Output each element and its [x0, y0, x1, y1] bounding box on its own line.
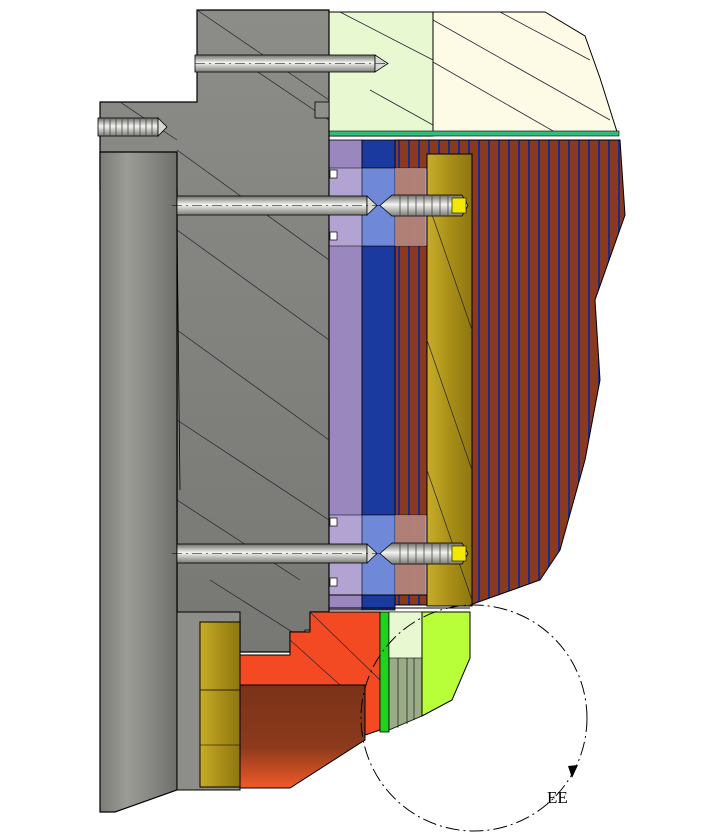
lower-seal-parts [239, 611, 381, 789]
detail-callout-label: EE [547, 788, 568, 807]
cap-screw-icon [379, 542, 469, 565]
detail-circle-icon [360, 604, 588, 832]
left-flange-column [99, 151, 181, 813]
cap-screw-icon [379, 194, 469, 217]
arrow-icon [568, 765, 578, 778]
alignment-notches [329, 169, 338, 587]
cap-screw-icon [97, 117, 168, 137]
top-cover-plate [328, 11, 620, 137]
insulation-layers [328, 139, 470, 611]
olive-spacer-bar [426, 153, 473, 607]
bolt-icon [172, 195, 380, 216]
bolt-icon [172, 543, 380, 564]
olive-lower-block [199, 621, 241, 788]
bolt-icon [194, 54, 389, 73]
green-shim-stack [379, 611, 471, 733]
